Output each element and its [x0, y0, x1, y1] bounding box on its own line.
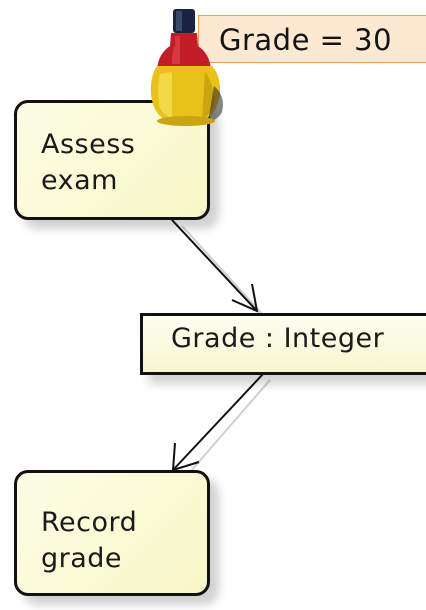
arrowhead-icon [231, 283, 259, 313]
value-note: Grade = 30 [198, 15, 426, 63]
action-label: Record grade [41, 507, 138, 574]
object-node-label: Grade : Integer [171, 323, 385, 354]
object-node-grade[interactable]: Grade : Integer [140, 313, 426, 375]
note-text: Grade = 30 [219, 23, 393, 57]
action-label: Assess exam [41, 129, 136, 196]
action-record-grade[interactable]: Record grade [14, 470, 210, 596]
action-assess-exam[interactable]: Assess exam [14, 100, 210, 220]
edge-assess-to-grade [171, 219, 258, 312]
edge-grade-to-record [172, 373, 264, 471]
